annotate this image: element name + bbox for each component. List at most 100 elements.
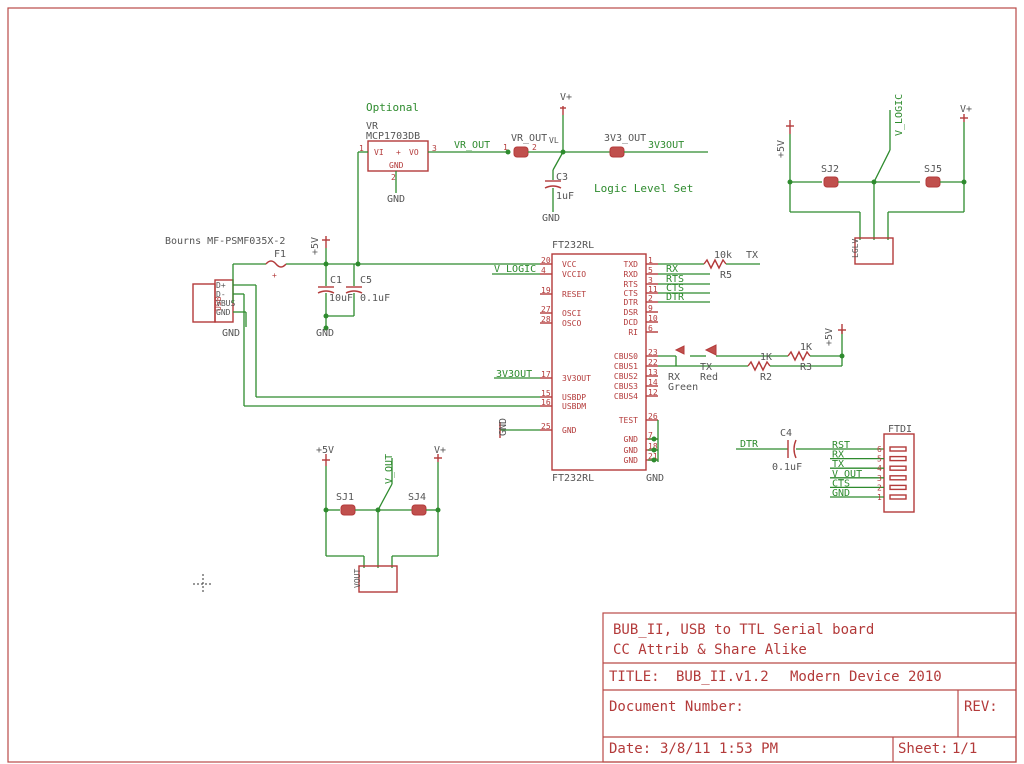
fuse-part-number: Bourns MF-PSMF035X-2 [165,236,285,247]
ftdi-pin-num: 4 [877,464,882,473]
c3-gnd-label: GND [542,213,560,224]
ic-right-pin-name: RTS [624,280,639,289]
v-logic-net-label-2: V_LOGIC [894,94,905,136]
c4-value: 0.1uF [772,462,802,473]
vr-out-jumper-name: VR_OUT [511,133,547,144]
usb-input-section: USB D+ D- VBUS GND Bourns MF-PSMF035X-2 … [165,236,540,407]
revision-label: REV: [964,699,998,715]
ic-right-pin-name: CBUS0 [614,352,638,361]
ic-right-pin-name: TXD [624,260,639,269]
c5-value: 0.1uF [360,293,390,304]
ic-right-pin-name: CBUS3 [614,382,638,391]
regulator-section: Optional VR MCP1703DB VI + VO GND 1 3 2 … [357,92,708,264]
sj2-name: SJ2 [821,164,839,175]
ftdi-pin-signal: V_OUT [832,469,862,480]
c5-name: C5 [360,275,372,286]
vr-gnd-label: GND [387,194,405,205]
title-block: BUB_II, USB to TTL Serial board CC Attri… [602,612,1017,763]
vplus-label-top: V+ [560,92,572,103]
tx-led [704,344,717,356]
ic-left-pin-num: 25 [541,422,551,431]
dtr-net-label: DTR [666,292,685,303]
ftdi-pin-signal: GND [832,488,850,499]
ftdi-pin-signal: RST [832,440,850,451]
ftdi-pin-num: 5 [877,455,882,464]
sj5-jumper [925,176,941,188]
ic-left-pin-num: 27 [541,305,551,314]
vplus-label-sj4: V+ [434,445,446,456]
sj5-name: SJ5 [924,164,942,175]
v3v3out-net-label: 3V3OUT [648,140,684,151]
ftdi-pin-body [889,455,907,462]
board-title: BUB_II, USB to TTL Serial board [613,622,874,638]
ic-right-pin-num: 12 [648,388,658,397]
ftdi-label: FTDI [888,424,912,435]
title-value: BUB_II.v1.2 [676,669,769,685]
ic-right-pin-num: 18 [648,442,658,451]
ic-right-pin-name: TEST [619,416,638,425]
ic-left-pin-name: OSCO [562,319,581,328]
vl-label: VL [549,136,559,145]
ic-left-pin-name: OSCI [562,309,581,318]
vr-vi-pin: VI [374,148,384,157]
plus5v-label-sj2: +5V [776,140,787,158]
vr-gnd-pin: GND [389,161,404,170]
ic-right-pin-num: 7 [648,431,653,440]
sheet-label: Sheet: [898,741,949,757]
ic-left-pin-name: RESET [562,290,586,299]
ic-left-pin-num: 16 [541,398,551,407]
ftdi-pin-body [889,465,907,471]
ic-right-pin-name: DSR [624,308,639,317]
ic-right-pin-name: CTS [624,289,639,298]
sj4-jumper [411,504,427,516]
vout-label: VOUT [353,569,362,588]
v3-out-jumper-name: 3V3_OUT [604,133,646,144]
plus5v-label-usb: +5V [310,237,321,255]
ic-left-pin-num: 20 [541,256,551,265]
ic-right-pin-num: 9 [648,304,653,313]
date-label: Date: [609,741,651,757]
ftdi-pin-body [889,484,907,491]
ic-right-pin-num: 26 [648,412,658,421]
ic-left-pin-name: USBDP [562,393,586,402]
rx-led [674,345,685,355]
led-rx-name: RX [668,372,680,383]
vr-out-jumper-pin1: 1 [503,143,508,152]
c4-name: C4 [780,428,792,439]
vr-out-jumper [513,146,529,158]
vr-out-net-label: VR_OUT [454,140,490,151]
ic-right-gnd-label: GND [646,473,664,484]
r5-name: R5 [720,270,732,281]
r3-value: 1K [800,342,812,353]
ftdi-connector [883,433,915,513]
tx-net-label: TX [746,250,758,261]
lglv-connector [854,237,894,265]
led-rx-color: Green [668,382,698,393]
ic-right-pin-name: GND [624,456,639,465]
ic-right-pin-num: 1 [648,256,653,265]
usb-pin-gnd: GND [216,308,231,317]
vout-connector [358,565,398,593]
ic-left-pin-num: 15 [541,389,551,398]
ic-right-pin-name: GND [624,446,639,455]
ic-left-pin-name: USBDM [562,402,586,411]
ftdi-pin-num: 1 [877,493,882,502]
vr-name: VR [366,121,379,132]
led-tx-color: Red [700,372,718,383]
cts-net-label: CTS [666,283,684,294]
vr-vo-pin: VO [409,148,419,157]
ftdi-pin-num: 6 [877,445,882,454]
vr-out-jumper-pin2: 2 [532,143,537,152]
usb-label: USB [214,296,223,311]
plus5v-label-sj1: +5V [316,445,334,456]
dtr-net-label-2: DTR [740,439,759,450]
logic-level-note: Logic Level Set [594,182,693,195]
v-logic-net-label: V_LOGIC [494,264,536,275]
r2-value: 1K [760,352,772,363]
r3-name: R3 [800,362,812,373]
vr-pin2: 2 [391,173,396,182]
fuse-symbol [265,260,287,268]
ic-gnd-label: GND [498,418,509,436]
